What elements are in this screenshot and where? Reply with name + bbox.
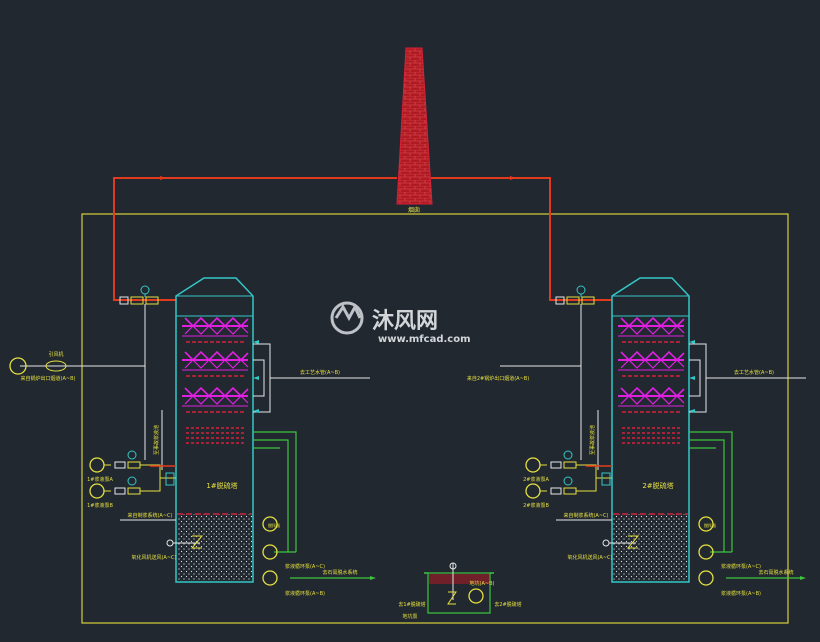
left-pump-b-label: 1#浆液泵B xyxy=(87,502,113,509)
pit-label: 地坑(A~B) xyxy=(470,580,495,587)
chimney-label: 烟囱 xyxy=(408,206,420,214)
left-discharge-arrow xyxy=(370,576,376,580)
right-bottom-pump-label: 浆液循环泵(A~B) xyxy=(721,590,761,597)
right-oxidation-label: 氧化风机送风(A~C) xyxy=(567,554,612,561)
right-tower-label: 2#脱硫塔 xyxy=(642,481,673,490)
right-slurry-inlet-label: 来自制浆系统(A~C) xyxy=(563,512,608,519)
left-spray-arrows xyxy=(253,340,259,413)
pit-right-label: 去2#脱硫塔 xyxy=(494,601,521,608)
left-discharge-label: 去石膏脱水系统 xyxy=(322,569,357,576)
right-pump-a-label: 2#浆液泵A xyxy=(523,476,549,483)
left-circ-pump-label: 浆液循环泵(A~C) xyxy=(285,563,325,570)
left-white-pipes xyxy=(20,304,370,470)
right-tower: 2#脱硫塔 xyxy=(611,277,690,583)
left-tower: 1#脱硫塔 xyxy=(175,277,254,583)
right-vertical-note: 至事故浆液池 xyxy=(589,425,596,455)
right-agitator-label: 搅拌器 xyxy=(704,522,716,528)
right-damper xyxy=(555,285,595,305)
right-pump-group: 2#浆液泵A 2#浆液泵B xyxy=(523,450,612,509)
right-flue-inlet-label: 来自2#锅炉出口烟道(A~B) xyxy=(467,375,529,382)
watermark-brand: 沐风网 xyxy=(372,309,438,334)
left-oxidation-label: 氧化风机送风(A~C) xyxy=(131,554,176,561)
watermark: 沐风网 www.mfcad.com xyxy=(330,301,471,345)
left-slurry-inlet-label: 来自制浆系统(A~C) xyxy=(127,512,172,519)
system-boundary xyxy=(81,213,789,624)
right-recirc-pipes xyxy=(689,431,800,579)
left-damper xyxy=(119,285,159,305)
watermark-logo xyxy=(330,301,364,335)
left-bottom-pump-label: 浆液循环泵(A~B) xyxy=(285,590,325,597)
left-lower-equipment: 来自制浆系统(A~C) 氧化风机送风(A~C) 搅拌器 浆液循环泵(A~C) 浆… xyxy=(120,512,358,597)
left-agitator-label: 搅拌器 xyxy=(268,522,280,528)
left-recirc-pipes xyxy=(253,431,370,579)
left-tower-label: 1#脱硫塔 xyxy=(206,481,237,490)
right-spray-arrows xyxy=(689,340,695,413)
watermark-url: www.mfcad.com xyxy=(378,334,471,345)
left-flue-inlet-label: 来自锅炉出口烟道(A~B) xyxy=(21,375,76,382)
flue-gas-lines xyxy=(113,176,612,301)
left-vertical-note: 至事故浆液池 xyxy=(153,425,160,455)
right-white-pipes xyxy=(500,304,806,470)
bottom-pit: 地坑(A~B) 去1#脱硫塔 去2#脱硫塔 地坑泵 xyxy=(398,562,522,620)
left-fan-label: 引风机 xyxy=(48,351,63,358)
pit-pump-label: 地坑泵 xyxy=(402,613,417,620)
left-pump-group: 1#浆液泵A 1#浆液泵B xyxy=(87,450,176,509)
right-discharge-label: 去石膏脱水系统 xyxy=(758,569,793,576)
right-circ-pump-label: 浆液循环泵(A~C) xyxy=(721,563,761,570)
left-fan: 引风机 来自锅炉出口烟道(A~B) xyxy=(9,351,76,382)
right-pump-b-label: 2#浆液泵B xyxy=(523,502,549,509)
left-process-water-label: 去工艺水管(A~B) xyxy=(300,369,340,376)
left-pump-a-label: 1#浆液泵A xyxy=(87,476,113,483)
chimney: 烟囱 xyxy=(396,47,433,214)
right-process-water-label: 去工艺水管(A~B) xyxy=(734,369,774,376)
right-lower-equipment: 来自制浆系统(A~C) 氧化风机送风(A~C) 搅拌器 浆液循环泵(A~C) 浆… xyxy=(556,512,794,597)
pit-left-label: 去1#脱硫塔 xyxy=(398,601,425,608)
right-discharge-arrow xyxy=(800,576,806,580)
